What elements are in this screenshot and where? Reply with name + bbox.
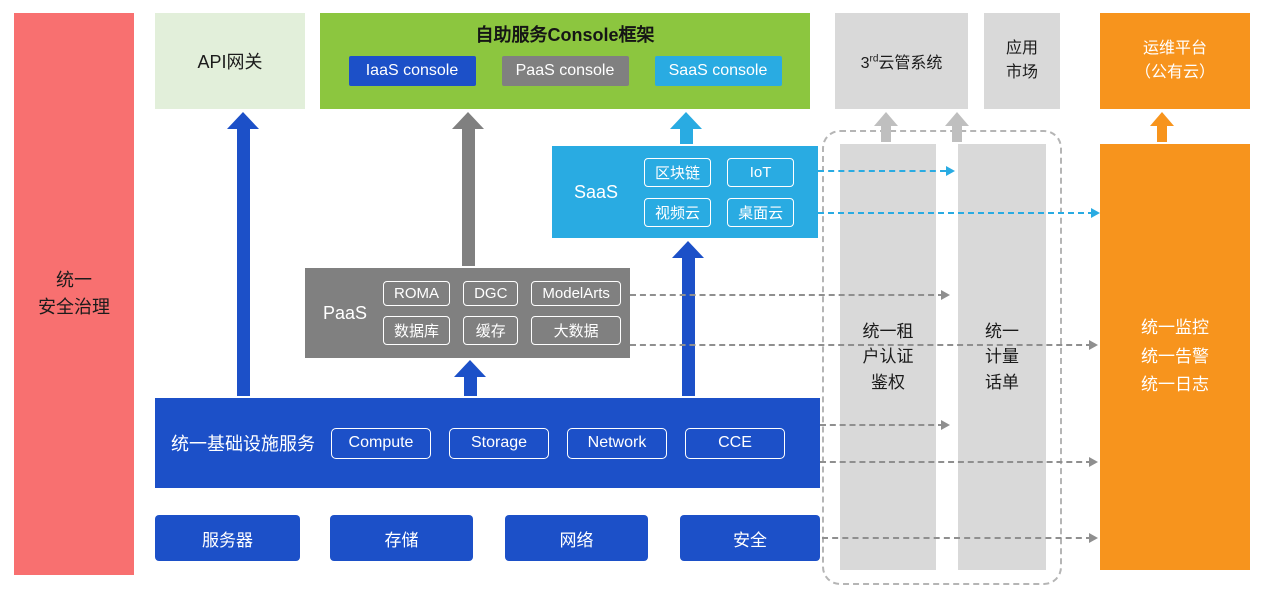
arrow-saas-to-console: [670, 112, 702, 144]
om-platform-label: 运维平台 （公有云）: [1134, 40, 1215, 81]
shared-services-frame: [822, 130, 1062, 585]
monitor-label: 统一监控 统一告警 统一日志: [1141, 317, 1209, 395]
paas-box: PaaS ROMA DGC ModelArts 数据库 缓存 大数据: [305, 268, 630, 358]
saas-service-iot: IoT: [727, 157, 795, 187]
arrow-infra-to-saas: [672, 241, 704, 396]
connector-infra-to-metering-arrowhead: [941, 420, 950, 430]
connector-saas-to-metering: [818, 170, 946, 172]
paas-service-bigdata: 大数据: [531, 316, 621, 345]
paas-service-roma: ROMA: [383, 281, 451, 306]
metering-label: 统一 计量 话单: [985, 321, 1019, 392]
paas-services: ROMA DGC ModelArts 数据库 缓存 大数据: [383, 281, 621, 345]
arrow-metering-to-third-party: [945, 112, 969, 142]
saas-box: SaaS 区块链 IoT 视频云 桌面云: [552, 146, 818, 238]
connector-paas-to-monitor: [630, 344, 1092, 346]
saas-console-item: SaaS console: [654, 56, 782, 86]
iaas-console-item: IaaS console: [348, 56, 476, 86]
arrow-paas-to-console: [452, 112, 484, 266]
saas-label: SaaS: [574, 181, 619, 202]
hardware-box-storage: 存储: [330, 515, 473, 561]
hardware-security-label: 安全: [733, 530, 767, 550]
saas-service-blockchain: 区块链: [644, 157, 712, 187]
paas-console-item: PaaS console: [501, 56, 629, 86]
hardware-box-security: 安全: [680, 515, 820, 561]
hardware-server-label: 服务器: [202, 530, 253, 550]
arrow-infra-to-api-gateway: [227, 112, 259, 396]
console-framework-box: 自助服务Console框架 IaaS console PaaS console …: [320, 13, 810, 109]
hardware-network-label: 网络: [559, 530, 594, 550]
metering-bar: 统一 计量 话单: [958, 144, 1046, 570]
connector-saas-to-monitor: [818, 212, 1094, 214]
connector-hardware-to-monitor-arrowhead: [1089, 533, 1098, 543]
connector-paas-to-metering: [630, 294, 944, 296]
connector-paas-to-monitor-arrowhead: [1089, 340, 1098, 350]
arrow-monitor-to-om-platform: [1150, 112, 1174, 142]
paas-service-dgc: DGC: [463, 281, 519, 306]
monitor-bar: 统一监控 统一告警 统一日志: [1100, 144, 1250, 570]
tenant-auth-label: 统一租 户认证 鉴权: [862, 321, 914, 392]
infrastructure-label: 统一基础设施服务: [171, 434, 315, 454]
connector-saas-to-metering-arrowhead: [946, 166, 955, 176]
paas-service-cache: 缓存: [463, 316, 519, 345]
connector-saas-to-monitor-arrowhead: [1091, 208, 1100, 218]
third-party-cloud-box: 3rd云管系统: [835, 13, 968, 109]
saas-service-desktop-cloud: 桌面云: [727, 197, 795, 227]
security-governance-bar: 统一 安全治理: [14, 13, 134, 575]
console-framework-title: 自助服务Console框架: [475, 25, 655, 45]
api-gateway-box: API网关: [155, 13, 305, 109]
paas-service-database: 数据库: [383, 316, 451, 345]
security-governance-label: 统一 安全治理: [38, 270, 110, 317]
connector-paas-to-metering-arrowhead: [941, 290, 950, 300]
tenant-auth-bar: 统一租 户认证 鉴权: [840, 144, 936, 570]
infrastructure-box: 统一基础设施服务 Compute Storage Network CCE: [155, 398, 820, 488]
infra-service-cce: CCE: [685, 427, 785, 459]
connector-infra-to-monitor: [820, 461, 1092, 463]
third-party-cloud-label: 3rd云管系统: [860, 53, 943, 72]
connector-hardware-to-monitor: [822, 537, 1092, 539]
connector-infra-to-metering: [820, 424, 944, 426]
paas-service-modelarts: ModelArts: [531, 281, 621, 306]
infrastructure-services: Compute Storage Network CCE: [331, 427, 785, 459]
hardware-box-server: 服务器: [155, 515, 300, 561]
api-gateway-label: API网关: [197, 52, 263, 72]
arrow-infra-to-paas: [454, 360, 486, 396]
hardware-storage-label: 存储: [384, 530, 419, 550]
console-items: IaaS console PaaS console SaaS console: [348, 56, 782, 86]
saas-service-video-cloud: 视频云: [644, 197, 712, 227]
hardware-box-network: 网络: [505, 515, 648, 561]
connector-infra-to-monitor-arrowhead: [1089, 457, 1098, 467]
infra-service-network: Network: [567, 427, 667, 459]
paas-label: PaaS: [323, 302, 368, 323]
infra-service-storage: Storage: [449, 427, 549, 459]
infra-service-compute: Compute: [331, 427, 431, 459]
arrow-auth-to-third-party: [874, 112, 898, 142]
app-market-box: 应用 市场: [984, 13, 1060, 109]
om-platform-box: 运维平台 （公有云）: [1100, 13, 1250, 109]
app-market-label: 应用 市场: [1005, 40, 1038, 81]
saas-services: 区块链 IoT 视频云 桌面云: [644, 157, 795, 227]
